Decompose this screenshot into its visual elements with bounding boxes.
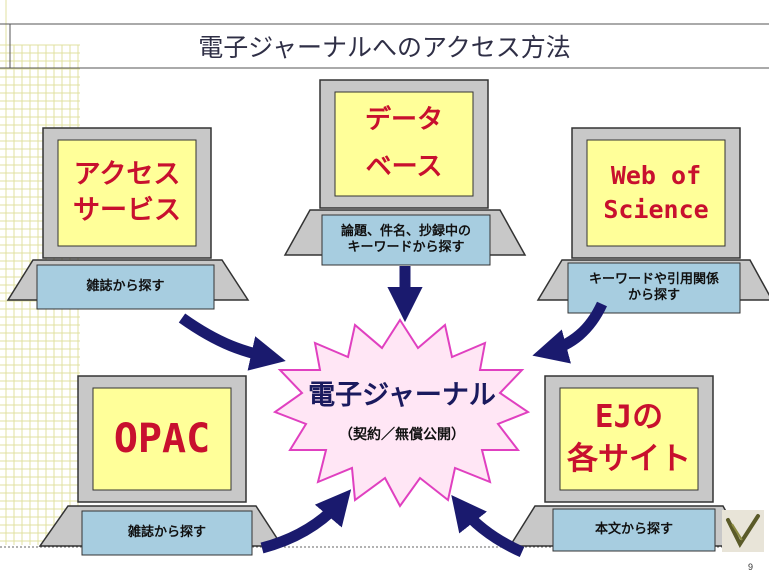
center-title: 電子ジャーナル	[308, 380, 496, 411]
keyboard-label-search-journals-opac: 雑誌から探す	[127, 524, 206, 540]
keyboard-label-fulltext-search: 本文から探す	[594, 521, 673, 537]
page-number: 9	[748, 562, 754, 572]
curved-arrow-icon	[178, 313, 286, 371]
screen-label-database: データベース	[364, 105, 443, 182]
curved-arrow-icon	[260, 489, 352, 554]
keyboard-label-citation-search: キーワードや引用関係から探す	[588, 271, 719, 303]
curved-arrow-icon	[451, 494, 525, 558]
screen-label-access-service: アクセスサービス	[73, 158, 181, 226]
laptop-icon	[6, 127, 250, 310]
curved-arrow-icon	[532, 301, 607, 364]
starburst-shape	[272, 318, 531, 508]
keyboard-label-search-journals: 雑誌から探す	[86, 278, 165, 294]
screen-label-opac: OPAC	[113, 416, 211, 462]
slide-title: 電子ジャーナルへのアクセス方法	[198, 33, 571, 62]
center-subtitle: （契約／無償公開）	[339, 427, 465, 443]
keyboard-label-keyword-search: 論題、件名、抄録中のキーワードから探す	[340, 223, 471, 255]
logo-icon	[722, 510, 764, 552]
laptop-icon	[283, 79, 527, 266]
laptop-icon	[38, 375, 284, 556]
screen-label-ej-sites: EJの各サイト	[567, 399, 691, 477]
laptop-icon	[508, 375, 747, 552]
